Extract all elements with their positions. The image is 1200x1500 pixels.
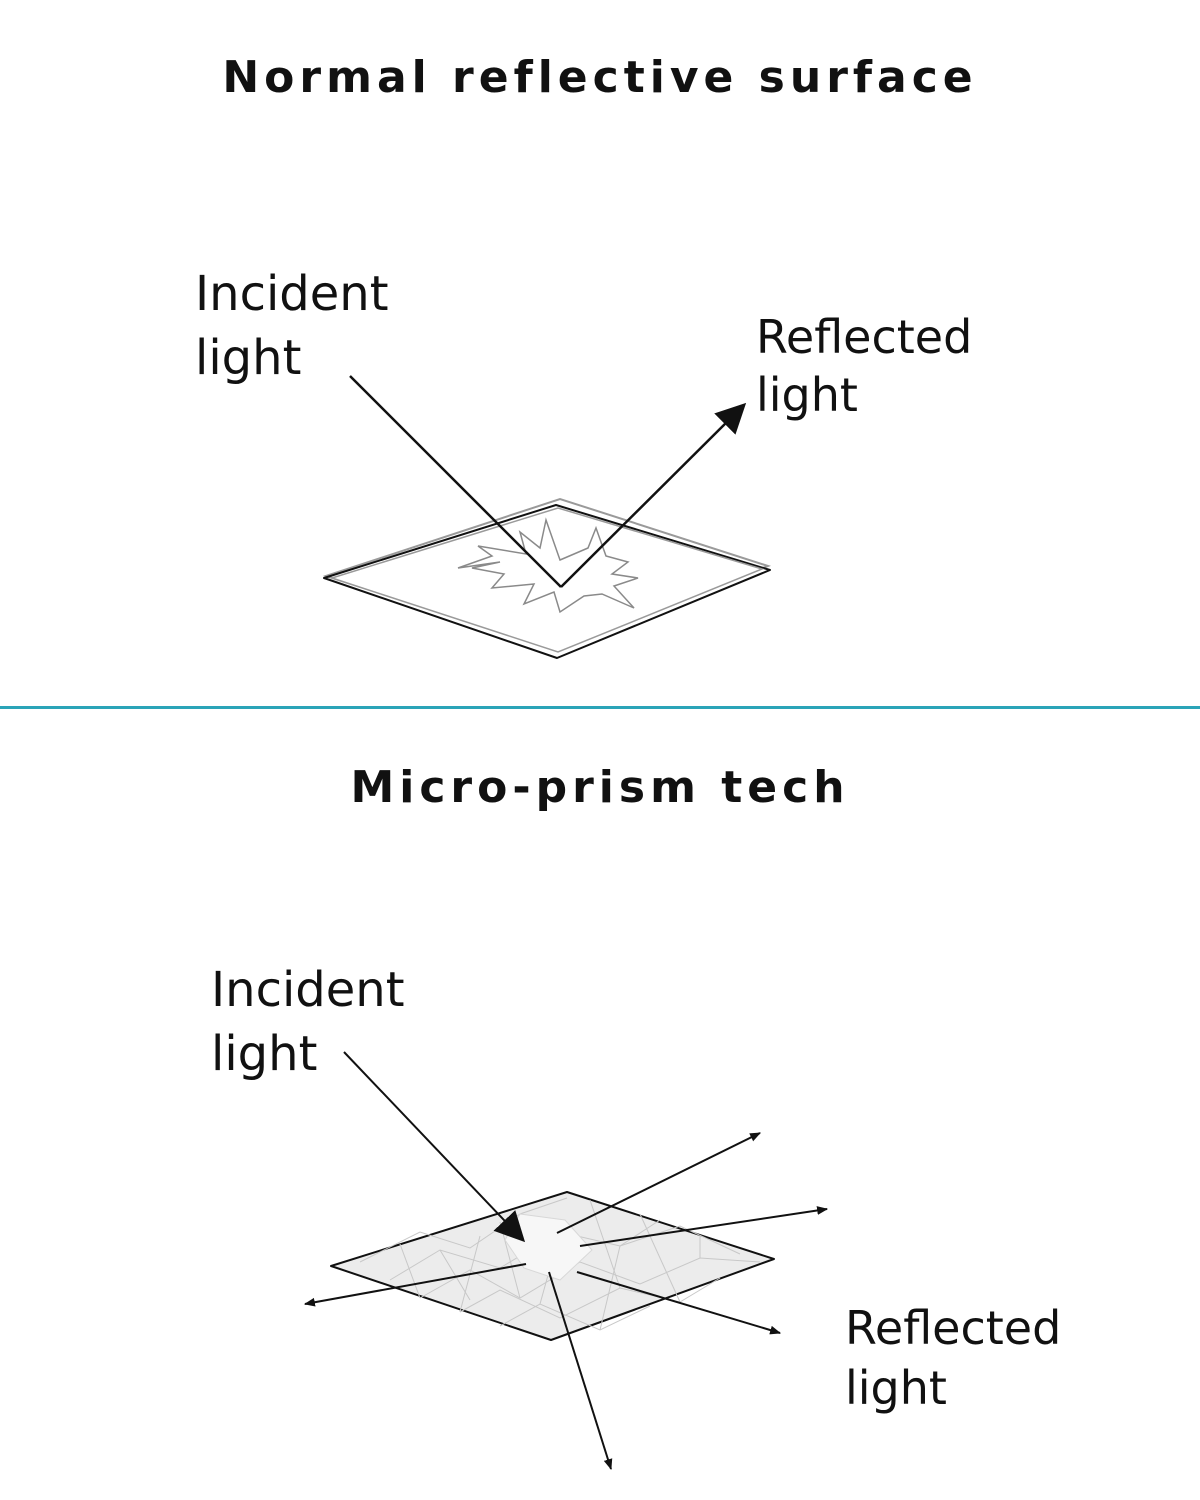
bottom-incident-label: Incident light — [211, 958, 405, 1086]
top-title: Normal reflective surface — [222, 52, 978, 103]
starburst-icon — [457, 517, 639, 614]
bottom-incident-line2: light — [211, 1026, 318, 1082]
scatter-ray-lower-right — [576, 1271, 782, 1335]
bottom-reflected-line1: Reflected — [845, 1301, 1062, 1355]
top-reflected-line2: light — [756, 368, 858, 422]
bottom-reflected-label: Reflected light — [845, 1298, 1061, 1418]
bottom-incident-line1: Incident — [211, 962, 405, 1018]
scatter-ray-left — [303, 1263, 527, 1307]
top-incident-line1: Incident — [195, 266, 389, 322]
top-reflected-label: Reflected light — [756, 308, 972, 424]
scatter-ray-down — [548, 1271, 613, 1471]
top-surface — [322, 497, 771, 659]
top-reflected-ray — [560, 402, 747, 588]
top-reflected-line1: Reflected — [756, 310, 973, 364]
top-surface-front-plane — [323, 504, 771, 659]
top-incident-ray — [349, 375, 562, 588]
bottom-title: Micro-prism tech — [350, 762, 850, 813]
top-incident-line2: light — [195, 330, 302, 386]
prism-facets — [359, 1197, 761, 1331]
section-divider — [0, 706, 1200, 709]
scatter-ray-right — [579, 1206, 829, 1247]
bottom-reflected-line2: light — [845, 1361, 947, 1415]
top-incident-label: Incident light — [195, 262, 389, 390]
bottom-incident-ray — [343, 1051, 526, 1243]
prism-surface — [330, 1191, 775, 1341]
scatter-ray-upper-right — [556, 1132, 761, 1234]
